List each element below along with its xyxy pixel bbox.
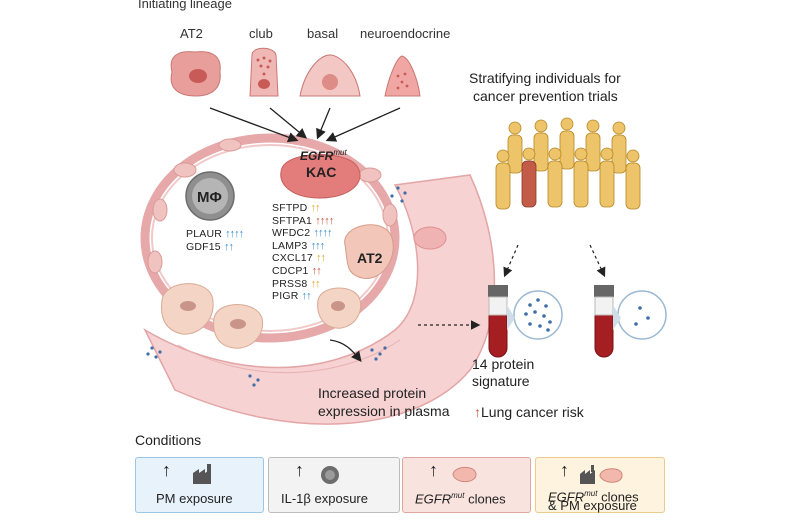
- initiating-lineage-heading: Initiating lineage: [138, 0, 232, 11]
- gene-row: CXCL17 ↑↑: [272, 252, 326, 265]
- at2-alveolus-cell: [344, 224, 394, 279]
- kac-gene-list: SFTPD ↑↑ SFTPA1 ↑↑↑↑ WFDC2 ↑↑↑↑ LAMP3 ↑↑…: [272, 202, 334, 303]
- macrophage-gene-list: PLAUR ↑↑↑↑ GDF15 ↑↑: [186, 228, 244, 253]
- signature-line1: 14 protein: [472, 356, 535, 372]
- cell-label-at2: AT2: [180, 26, 203, 41]
- red-blood-cell: [413, 226, 447, 250]
- condition-label: PM exposure: [156, 491, 233, 506]
- up-arrow-icon: ↑: [429, 460, 438, 480]
- kac-cell: [280, 154, 361, 199]
- kac-label: KAC: [306, 164, 337, 180]
- condition-label: EGFRmut clones: [415, 491, 506, 507]
- up-arrow-icon: ↑: [560, 460, 569, 480]
- gene-row: PRSS8 ↑↑: [272, 277, 321, 290]
- neuroendocrine-cell: [384, 55, 421, 97]
- alveolus: [140, 133, 400, 343]
- macrophage-label: MΦ: [197, 189, 222, 206]
- stratify-line2: cancer prevention trials: [473, 88, 618, 104]
- gene-row: CDCP1 ↑↑: [272, 264, 322, 277]
- blood-vessel: [143, 174, 496, 425]
- blood-tube-left: [488, 285, 563, 358]
- people-crowd: [495, 117, 641, 210]
- plasma-text-line2: expression in plasma: [318, 403, 450, 419]
- condition-egfr-clones-pm: ↑ EGFRmut clones & PM exposure: [535, 457, 665, 513]
- blood-tube-right: [594, 285, 667, 358]
- signature-line2: signature: [472, 373, 530, 389]
- gene-row: SFTPD ↑↑: [272, 202, 321, 214]
- up-arrow-icon: ↑: [162, 460, 171, 480]
- condition-egfr-clones: ↑ EGFRmut clones: [402, 457, 531, 513]
- gene-row: PLAUR ↑↑↑↑: [186, 228, 244, 240]
- cell-label-neuroendocrine: neuroendocrine: [360, 26, 451, 41]
- gene-row: LAMP3 ↑↑↑: [272, 239, 325, 252]
- condition-pm-exposure: ↑ PM exposure: [135, 457, 264, 513]
- factory-icon: [193, 464, 211, 484]
- macrophage-icon: [321, 466, 339, 484]
- up-arrow-icon: ↑: [474, 404, 481, 420]
- condition-label: IL-1β exposure: [281, 491, 368, 506]
- gene-row: SFTPA1 ↑↑↑↑: [272, 214, 334, 227]
- at2-alveolus-label: AT2: [357, 250, 383, 266]
- kac-gene-label: EGFRmut: [300, 148, 347, 163]
- gene-row: WFDC2 ↑↑↑↑: [272, 227, 332, 240]
- conditions-title: Conditions: [135, 432, 202, 448]
- stratify-line1: Stratifying individuals for: [469, 70, 621, 86]
- condition-label-line2: & PM exposure: [548, 498, 637, 513]
- lung-cancer-risk: ↑Lung cancer risk: [474, 404, 584, 420]
- gene-row: GDF15 ↑↑: [186, 240, 234, 253]
- gene-row: PIGR ↑↑: [272, 290, 312, 303]
- clone-cell-icon: [452, 466, 477, 483]
- condition-label: EGFRmut clones: [548, 489, 639, 505]
- condition-il1b-exposure: ↑ IL-1β exposure: [268, 457, 400, 513]
- up-arrow-icon: ↑: [295, 460, 304, 480]
- cell-label-basal: basal: [307, 26, 339, 41]
- plasma-text-line1: Increased protein: [318, 385, 427, 401]
- factory-and-cell-icon: [580, 465, 623, 484]
- cell-label-club: club: [249, 26, 273, 41]
